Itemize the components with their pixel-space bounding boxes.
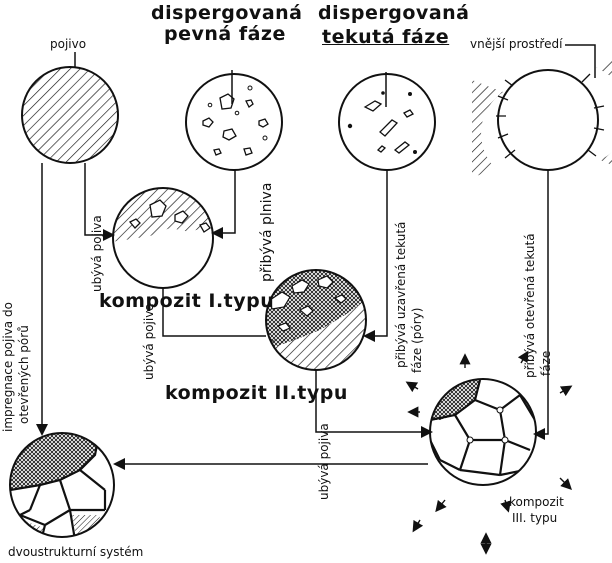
label-dispersed-solid-1: dispergovaná xyxy=(151,4,303,23)
label-dual-structure-system: dvoustrukturní systém xyxy=(8,546,143,558)
label-composite-type-1: kompozit I.typu xyxy=(99,292,274,311)
label-decreasing-binder-1: ubývá pojiva xyxy=(91,215,103,292)
label-increasing-filler: přibývá plniva xyxy=(260,183,274,282)
composite-type-1-circle xyxy=(110,185,220,288)
label-impregnation-2: otevřených pórů xyxy=(18,325,30,424)
label-impregnation-1: impregnace pojiva do xyxy=(2,302,14,432)
binder-circle xyxy=(22,67,118,163)
label-open-fluid-2: fáze xyxy=(540,351,552,376)
label-closed-fluid-2: fáze (póry) xyxy=(411,308,423,373)
solid-phase-circle xyxy=(186,74,282,170)
label-dispersed-solid-2: pevná fáze xyxy=(164,25,286,44)
label-dispersed-fluid-2: tekutá fáze xyxy=(322,28,449,47)
composite-type-3-circle xyxy=(430,379,536,485)
label-decreasing-binder-2: ubývá pojiva xyxy=(143,303,155,380)
label-binder: pojivo xyxy=(50,38,86,50)
label-composite-type-2: kompozit II.typu xyxy=(165,384,348,403)
label-external-environment: vnější prostředí xyxy=(470,38,562,50)
environment-circle xyxy=(472,60,612,178)
composite-type-2-circle xyxy=(266,270,366,370)
dual-structure-circle xyxy=(10,430,114,545)
label-dispersed-fluid-1: dispergovaná xyxy=(318,4,470,23)
label-composite-type-3-a: kompozit xyxy=(509,496,564,508)
label-decreasing-binder-3: ubývá pojiva xyxy=(318,423,330,500)
label-composite-type-3-b: III. typu xyxy=(512,512,557,524)
fluid-phase-circle xyxy=(339,74,435,170)
label-open-fluid-1: přibývá otevřená tekutá xyxy=(524,233,536,378)
label-closed-fluid-1: přibývá uzavřená tekutá xyxy=(395,222,407,368)
